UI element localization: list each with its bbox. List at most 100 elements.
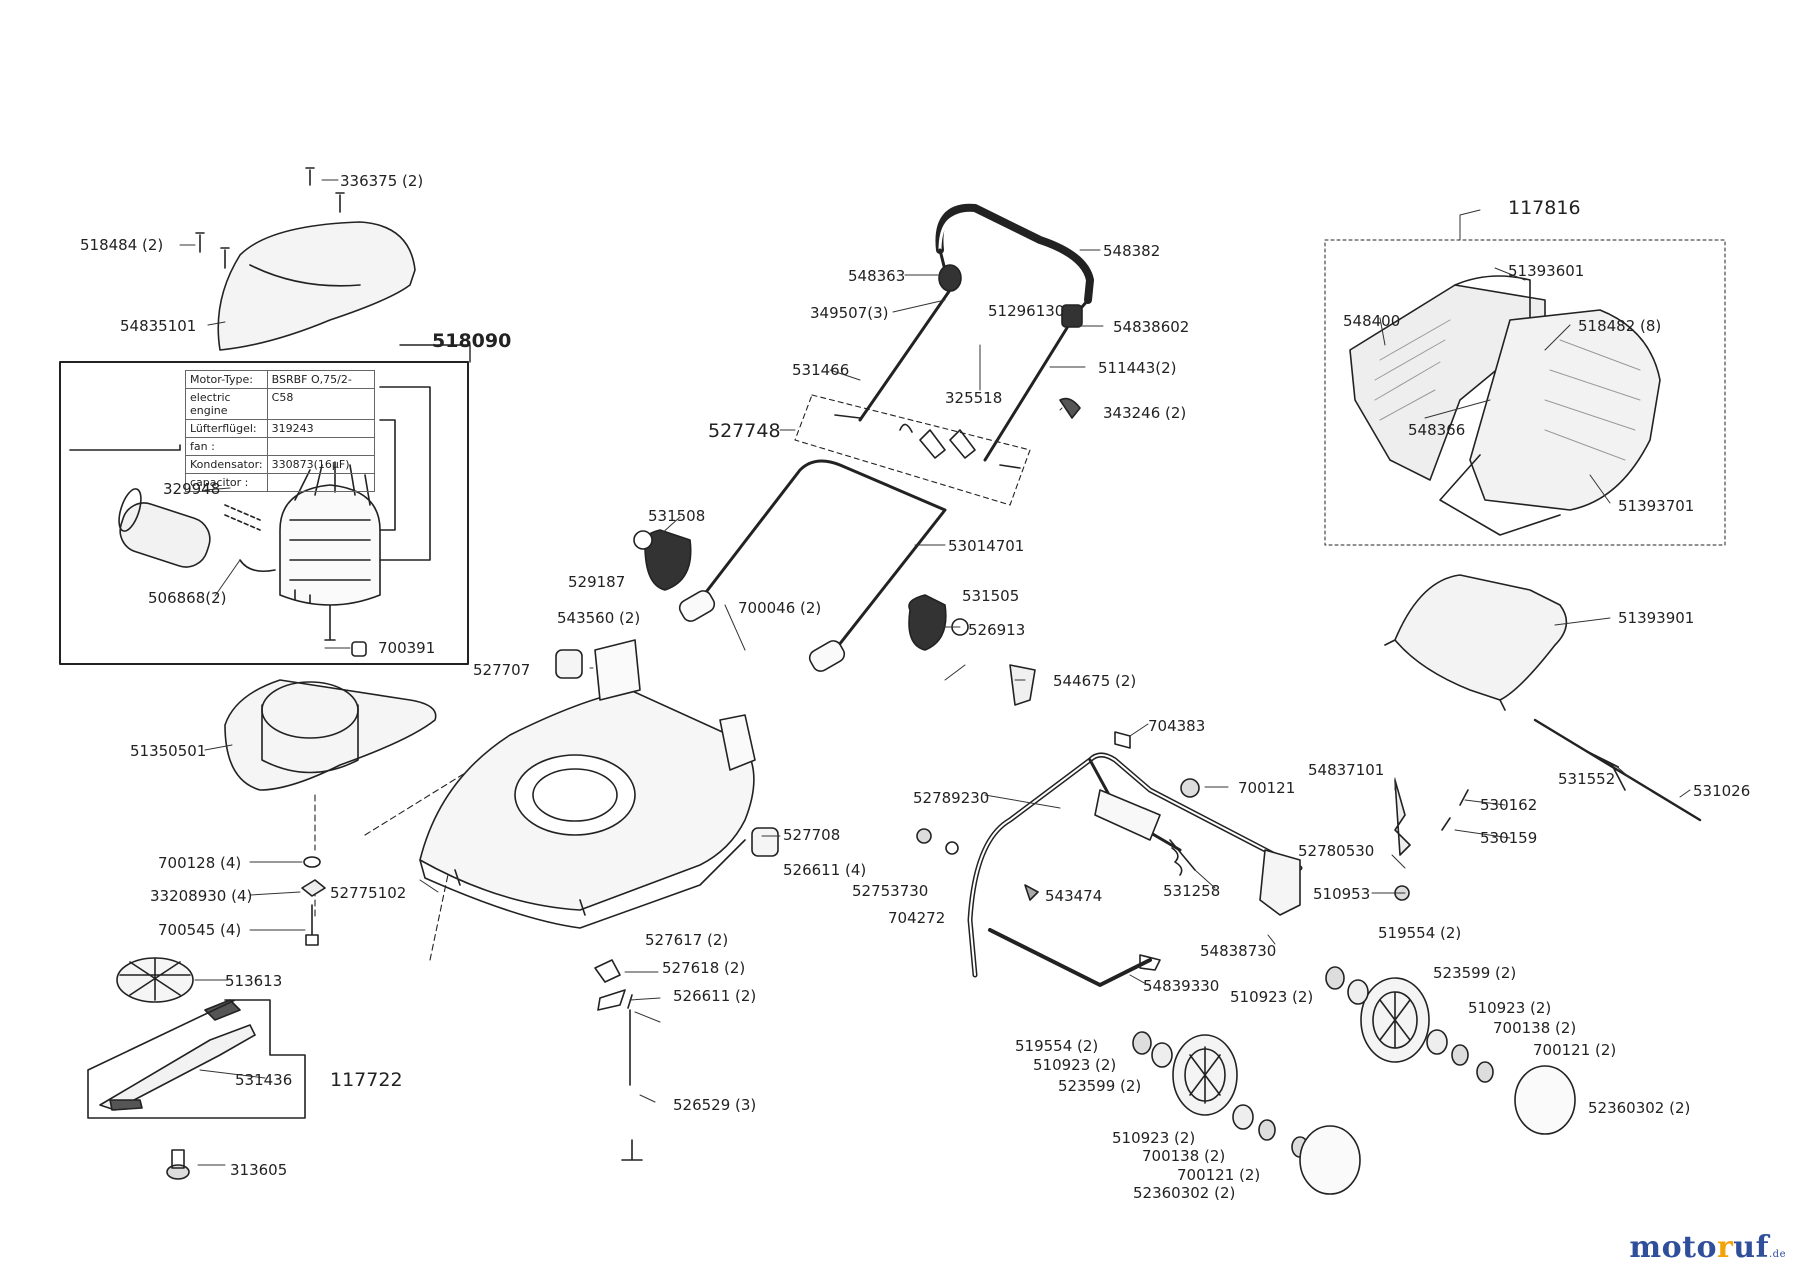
spec-value: 330873(16µF)	[266, 455, 375, 474]
part-label: 700046 (2)	[738, 599, 822, 617]
part-label: 700121	[1238, 779, 1296, 797]
kit-number-label: 518090	[432, 330, 512, 352]
part-label: 519554 (2)	[1015, 1037, 1099, 1055]
part-label: 531552	[1558, 770, 1616, 788]
blade-fasteners	[301, 856, 326, 946]
brand-part: moto	[1629, 1230, 1717, 1265]
part-label: 510953	[1313, 885, 1371, 903]
part-label: 531466	[792, 361, 850, 379]
spec-value: C58	[266, 388, 375, 420]
part-label: 548382	[1103, 242, 1161, 260]
front-wheel	[1132, 1031, 1361, 1195]
discharge-flap	[1384, 574, 1568, 711]
part-label: 51296130	[988, 302, 1065, 320]
part-label: 526529 (3)	[673, 1096, 757, 1114]
brand-logo: motoruf.de	[1629, 1230, 1786, 1265]
part-label: 527618 (2)	[662, 959, 746, 977]
flap-rod	[1533, 718, 1702, 822]
part-label: 530162	[1480, 796, 1538, 814]
part-label: 54839330	[1143, 977, 1220, 995]
spec-value: BSRBF O,75/2-	[266, 370, 375, 389]
spec-key: Lüfterflügel:	[185, 419, 268, 438]
part-label: 51350501	[130, 742, 207, 760]
part-label: 54838730	[1200, 942, 1277, 960]
rear-wheel	[1325, 966, 1576, 1135]
part-label: 548363	[848, 267, 906, 285]
part-label: 704272	[888, 909, 946, 927]
part-label: 513613	[225, 972, 283, 990]
part-label: 531026	[1693, 782, 1751, 800]
part-label: 325518	[945, 389, 1003, 407]
part-label: 530159	[1480, 829, 1538, 847]
part-label: 52789230	[913, 789, 990, 807]
part-label: 54838602	[1113, 318, 1190, 336]
rear-axle-frame	[967, 752, 1303, 987]
motor-spec-table: Motor-Type:BSRBF O,75/2- electric engine…	[185, 370, 375, 492]
part-label: 51393701	[1618, 497, 1695, 515]
part-label: 518482 (8)	[1578, 317, 1662, 335]
part-label: 527617 (2)	[645, 931, 729, 949]
fan-housing	[224, 679, 437, 791]
part-label: 700545 (4)	[158, 921, 242, 939]
part-label: 704383	[1148, 717, 1206, 735]
part-label: 518484 (2)	[80, 236, 164, 254]
part-label: 527708	[783, 826, 841, 844]
blade	[87, 999, 306, 1119]
part-label: 53014701	[948, 537, 1025, 555]
spec-value: 319243	[266, 419, 375, 438]
motor-cover	[195, 167, 416, 351]
part-label: 526611 (2)	[673, 987, 757, 1005]
part-label: 526913	[968, 621, 1026, 639]
spec-key: Motor-Type:	[185, 370, 268, 389]
handle-mid	[678, 459, 947, 672]
part-label: 510923 (2)	[1468, 999, 1552, 1017]
kit-number-label: 527748	[708, 420, 781, 442]
part-label: 531436	[235, 1071, 293, 1089]
part-label: 543560 (2)	[557, 609, 641, 627]
part-label: 329948	[163, 480, 221, 498]
part-label: 52360302 (2)	[1588, 1099, 1691, 1117]
deck-brackets	[555, 649, 779, 1161]
spec-key: Kondensator:	[185, 455, 268, 474]
brand-part: uf	[1733, 1230, 1769, 1265]
spec-key: capacitor :	[185, 473, 268, 492]
blade-bolt	[166, 1149, 190, 1180]
part-label: 510923 (2)	[1230, 988, 1314, 1006]
brand-part: r	[1716, 1230, 1734, 1265]
part-label: 52780530	[1298, 842, 1375, 860]
brand-tld: .de	[1769, 1249, 1786, 1260]
part-label: 527707	[473, 661, 531, 679]
handle-clamp-parts	[834, 397, 1081, 469]
part-label: 529187	[568, 573, 626, 591]
part-label: 336375 (2)	[340, 172, 424, 190]
part-label: 526611 (4)	[783, 861, 867, 879]
part-label: 700121 (2)	[1533, 1041, 1617, 1059]
part-label: 700121 (2)	[1177, 1166, 1261, 1184]
part-label: 313605	[230, 1161, 288, 1179]
part-label: 349507(3)	[810, 304, 889, 322]
part-label: 510923 (2)	[1112, 1129, 1196, 1147]
motor-kit-box	[59, 361, 469, 665]
motor-kit	[69, 386, 431, 657]
spec-key: fan :	[185, 437, 268, 456]
part-label: 700138 (2)	[1142, 1147, 1226, 1165]
spec-value	[266, 473, 375, 492]
part-label: 52775102	[330, 884, 407, 902]
kit-number-label: 117722	[330, 1069, 403, 1091]
part-label: 700138 (2)	[1493, 1019, 1577, 1037]
part-label: 700128 (4)	[158, 854, 242, 872]
part-label: 523599 (2)	[1433, 964, 1517, 982]
grass-bag	[1349, 275, 1661, 536]
kit-number-label: 117816	[1508, 197, 1581, 219]
part-label: 54837101	[1308, 761, 1385, 779]
fan-wheel	[116, 957, 194, 1003]
part-label: 531505	[962, 587, 1020, 605]
part-label: 52360302 (2)	[1133, 1184, 1236, 1202]
part-label: 510923 (2)	[1033, 1056, 1117, 1074]
mower-deck	[419, 639, 756, 929]
part-label: 51393601	[1508, 262, 1585, 280]
spec-key: electric engine	[185, 388, 268, 420]
knobs	[633, 529, 1036, 706]
